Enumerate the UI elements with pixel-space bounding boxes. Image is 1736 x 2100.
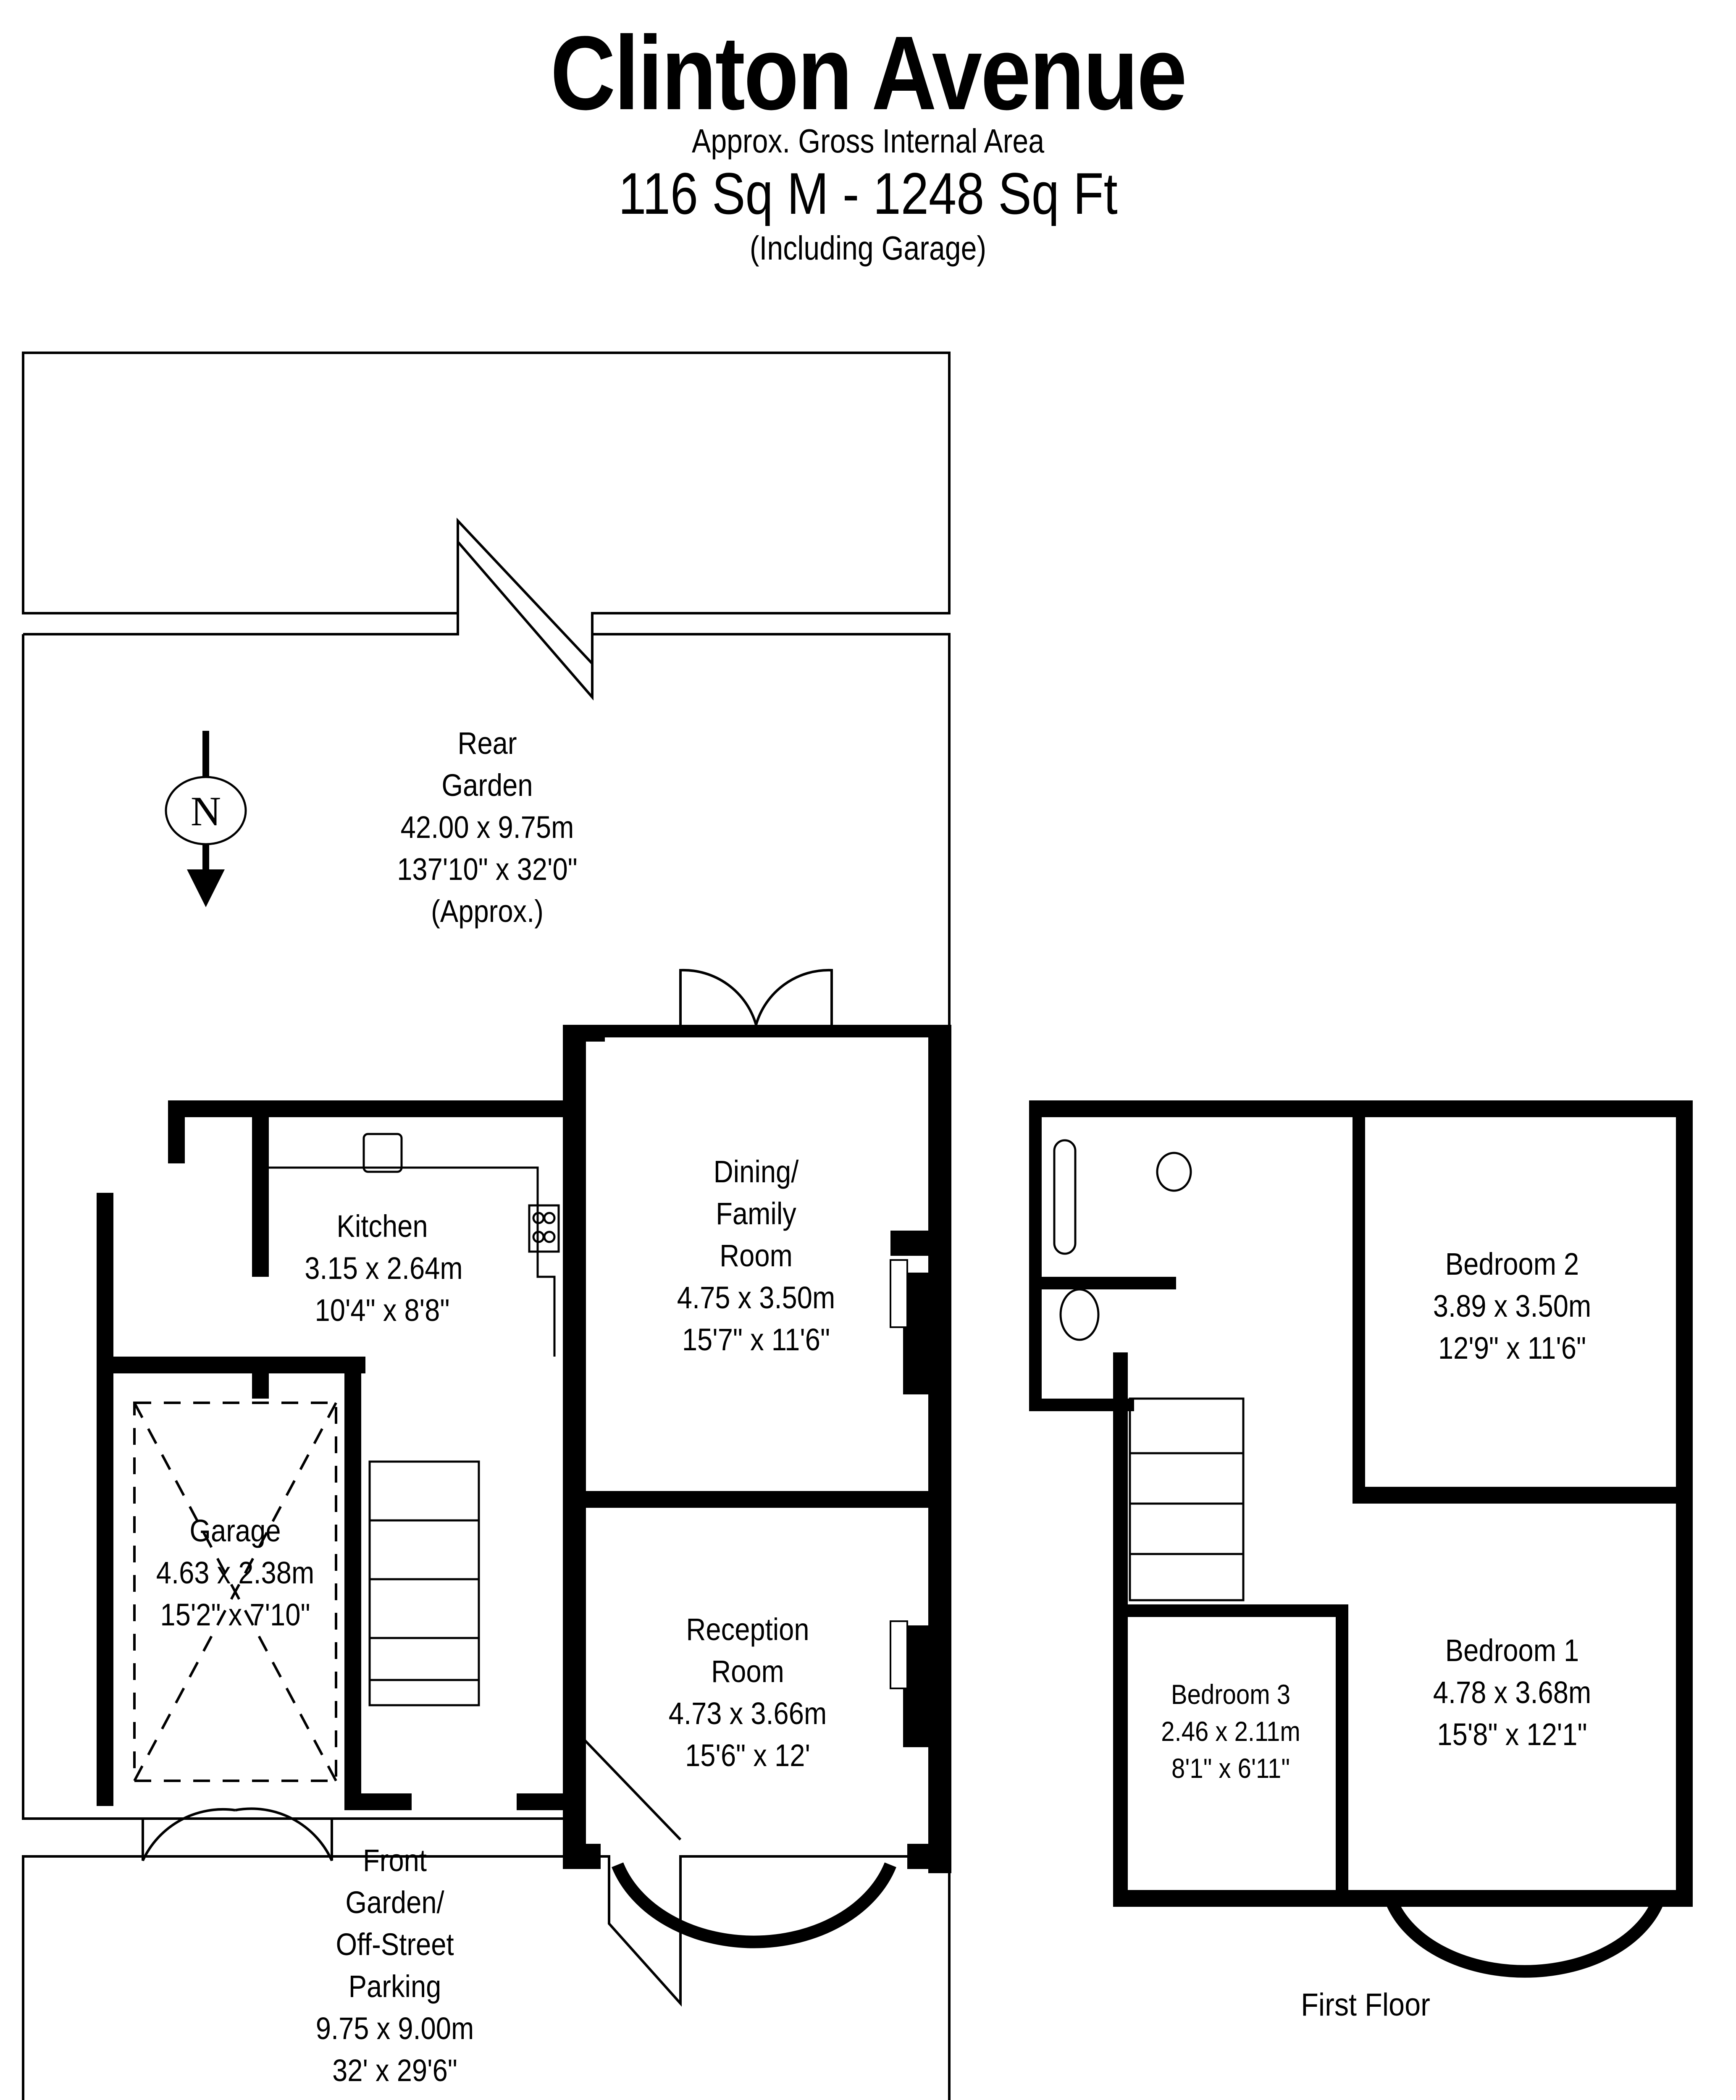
garden-left-boundary [22,634,546,1820]
room-label-kitchen: Kitchen 3.15 x 2.64m 10'4" x 8'8" [305,1209,463,1328]
svg-text:N: N [191,788,221,835]
hob-icon [528,1204,560,1253]
bedroom1-bay-window [1384,1896,1665,1978]
garage-doors [133,1402,337,1861]
kitchen-fixtures [269,1133,560,1357]
area-value: 116 Sq M - 1248 Sq Ft [618,160,1118,226]
basin-icon [1156,1152,1192,1192]
first-floor-label: First Floor [1301,1987,1430,2023]
front-garden-boundary [22,1855,951,2100]
rear-garden-lower-boundary [23,538,951,1029]
rear-garden-upper-boundary [22,352,951,667]
toilet-icon [1059,1288,1100,1341]
room-label-bedroom-1: Bedroom 1 4.78 x 3.68m 15'8" x 12'1" [1433,1633,1592,1752]
sink-icon [362,1133,403,1173]
first-floor-walls [1029,1100,1693,1907]
area-caption: Approx. Gross Internal Area [691,122,1045,160]
room-label-front-garden: Front Garden/ Off-Street Parking 9.75 x … [315,1843,474,2100]
first-stairs [1129,1397,1245,1601]
french-doors [679,969,833,1025]
room-label-reception-room: Reception Room 4.73 x 3.66m 15'6" x 12' [668,1612,827,1773]
room-label-dining-family-room: Dining/ Family Room 4.75 x 3.50m 15'7" x… [677,1154,835,1357]
bathroom-fixtures [1053,1139,1192,1341]
area-note: (Including Garage) [749,229,987,267]
room-label-bedroom-2: Bedroom 2 3.89 x 3.50m 12'9" x 11'6" [1433,1247,1592,1365]
page-title: Clinton Avenue [550,14,1187,131]
bath-icon [1053,1139,1077,1255]
room-label-rear-garden: Rear Garden 42.00 x 9.75m 137'10" x 32'0… [397,726,578,929]
ground-stairs [368,1460,480,1706]
room-label-garage: Garage 4.63 x 2.38m 15'2" x 7'10" [156,1513,315,1632]
ground-floor-walls [97,1025,951,1873]
north-arrow-icon: N [164,731,248,907]
room-label-bedroom-3: Bedroom 3 2.46 x 2.11m 8'1" x 6'11" [1161,1679,1300,1784]
reception-bay-window [612,1862,896,1948]
